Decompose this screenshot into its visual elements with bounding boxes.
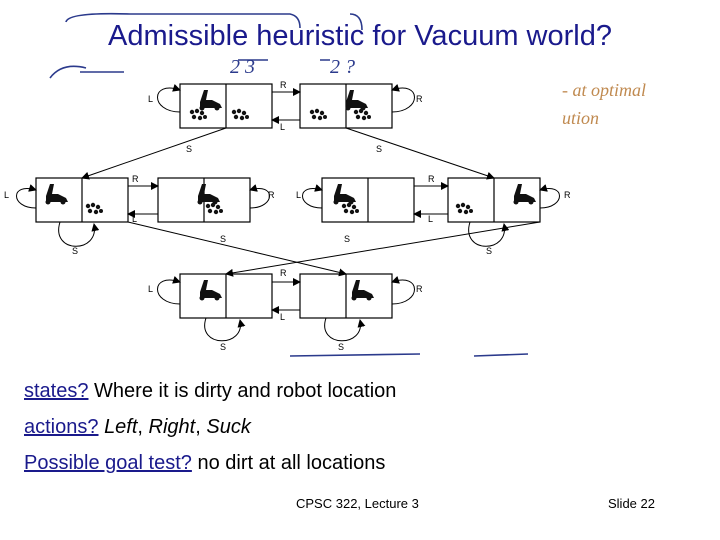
svg-text:R: R — [268, 190, 275, 200]
svg-text:R: R — [564, 190, 571, 200]
svg-text:R: R — [416, 284, 423, 294]
svg-text:S: S — [186, 144, 192, 154]
side-note-1: - at optimal — [562, 80, 646, 100]
action-suck: Suck — [206, 416, 251, 438]
action-left: Left — [104, 416, 138, 438]
bullet-goal-test: Possible goal test? no dirt at all locat… — [24, 445, 396, 481]
bottom-dash-scribble-1 — [289, 353, 421, 357]
footer-slide-number: Slide 22 — [608, 496, 655, 511]
underline-scribble-top — [65, 12, 301, 29]
slide-title: Admissible heuristic for Vacuum world? — [108, 20, 612, 52]
side-note-2: ution — [562, 108, 599, 128]
vacuum-state-diagram: 2 3 2 ? - at optimal ution — [4, 12, 646, 357]
svg-text:S: S — [338, 342, 344, 352]
svg-text:R: R — [416, 94, 423, 104]
bracket-scribble — [349, 13, 363, 31]
svg-text:S: S — [220, 234, 226, 244]
left-number-note: 2 3 — [230, 56, 255, 78]
svg-text:L: L — [132, 214, 137, 224]
svg-text:S: S — [344, 234, 350, 244]
bullet-actions: actions? Left, Right, Suck — [24, 416, 251, 438]
svg-text:S: S — [376, 144, 382, 154]
svg-text:R: R — [428, 174, 435, 184]
bullet-term-goal: Possible goal test? — [24, 452, 192, 474]
bullet-list: states? Where it is dirty and robot loca… — [24, 373, 396, 481]
bullet-term-states: states? — [24, 380, 89, 402]
svg-text:L: L — [280, 122, 285, 132]
bullet-states: states? Where it is dirty and robot loca… — [24, 373, 396, 409]
svg-text:R: R — [132, 174, 139, 184]
handwritten-annotations — [49, 12, 529, 357]
action-right: Right — [148, 416, 196, 438]
svg-text:L: L — [280, 312, 285, 322]
bullet-term-actions: actions? — [24, 416, 99, 438]
svg-text:R: R — [280, 268, 287, 278]
svg-text:S: S — [486, 246, 492, 256]
right-number-note: 2 ? — [330, 56, 355, 78]
bullet-text-states: Where it is dirty and robot location — [94, 380, 397, 402]
left-arrow-scribble — [49, 65, 87, 79]
footer-course: CPSC 322, Lecture 3 — [296, 496, 419, 511]
svg-text:R: R — [280, 80, 287, 90]
svg-text:S: S — [72, 246, 78, 256]
bottom-dash-scribble-2 — [473, 353, 529, 357]
transition-arrows — [16, 83, 560, 342]
bullet-text-goal: no dirt at all locations — [197, 452, 386, 474]
svg-text:S: S — [220, 342, 226, 352]
transition-labels: R L L R S S R L R L L R L R S S S S R L … — [4, 80, 571, 352]
svg-text:L: L — [428, 214, 433, 224]
svg-text:L: L — [296, 190, 301, 200]
svg-text:L: L — [148, 284, 153, 294]
svg-text:L: L — [4, 190, 9, 200]
svg-text:L: L — [148, 94, 153, 104]
